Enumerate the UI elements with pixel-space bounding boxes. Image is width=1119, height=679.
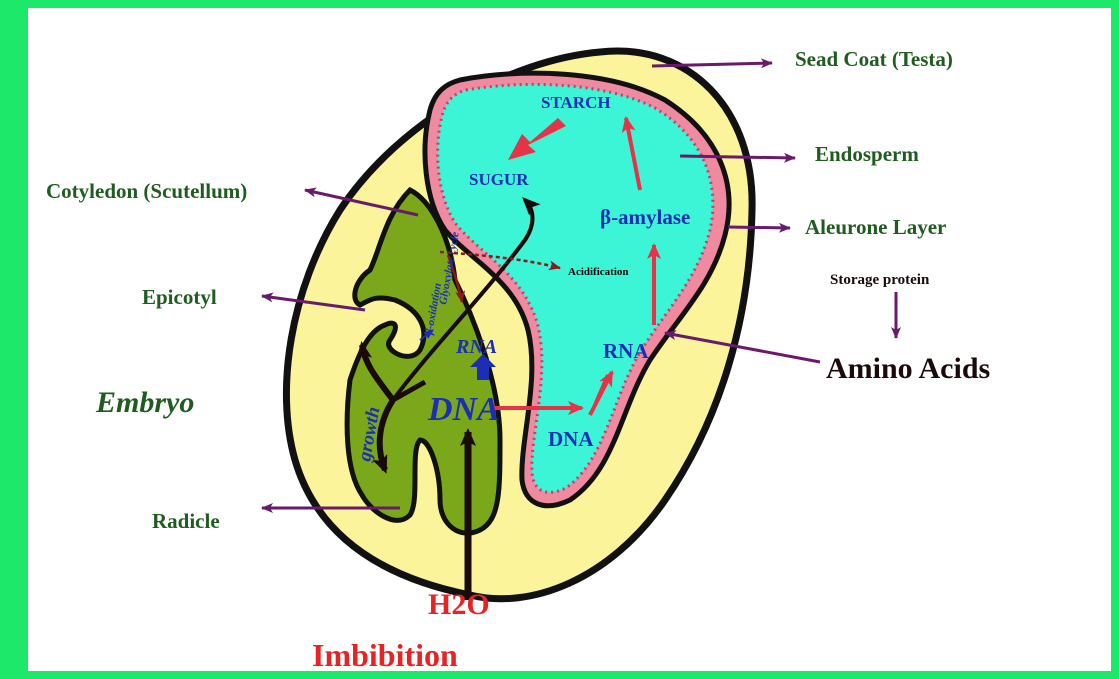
acidification-label: Acidification (568, 266, 629, 278)
aleurone-pointer (728, 227, 790, 228)
imbibition-label: Imbibition (312, 637, 458, 673)
amino-acids-label: Amino Acids (826, 352, 990, 385)
endosperm-pointer (680, 156, 795, 158)
beta-amylase-label: β-amylase (600, 205, 690, 229)
cotyledon-label: Cotyledon (Scutellum) (46, 179, 247, 203)
embryo-dna-label: DNA (427, 391, 500, 428)
endosperm-label: Endosperm (815, 142, 919, 166)
starch-label: STARCH (541, 93, 611, 112)
frame-left-band (0, 0, 28, 679)
embryo-label: Embryo (95, 386, 194, 419)
sugar-label: SUGUR (469, 170, 529, 189)
embryo-rna-label: RNA (455, 336, 497, 358)
seed-coat-label: Sead Coat (Testa) (795, 47, 953, 71)
aleurone-layer-label: Aleurone Layer (805, 215, 946, 239)
endosperm-dna-label: DNA (548, 427, 594, 451)
water-label: H2O (428, 588, 490, 621)
epicotyl-label: Epicotyl (142, 285, 217, 309)
storage-protein-label: Storage protein (830, 272, 930, 288)
radicle-label: Radicle (152, 509, 220, 533)
endosperm-rna-label: RNA (603, 339, 649, 363)
